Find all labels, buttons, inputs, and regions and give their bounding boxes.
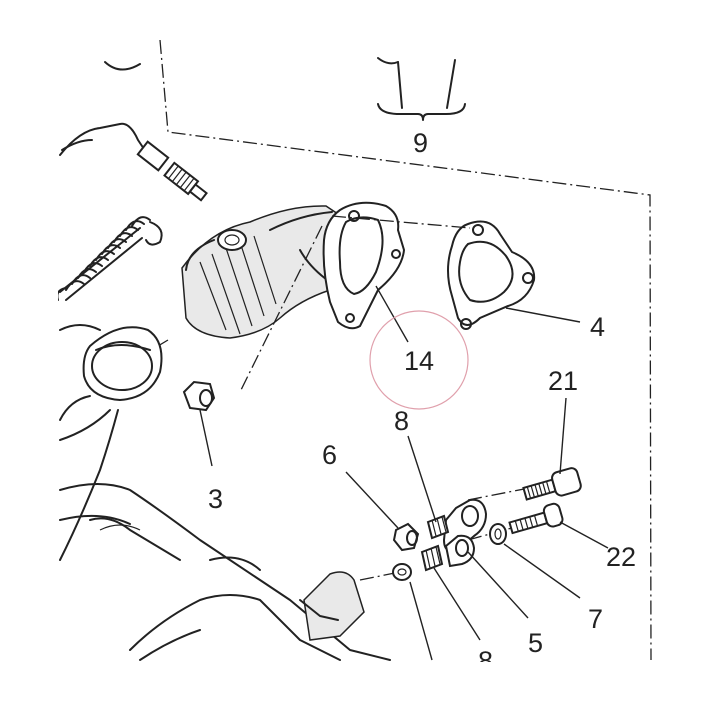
catalytic-pipe [181,205,339,339]
assembly-boundary [159,39,652,661]
bottom-margin [0,662,720,720]
callout-4: 4 [590,312,605,342]
muffler-body [59,483,391,661]
nut-part-6 [392,522,420,552]
highlight-circle [369,310,469,410]
grommet-part-8-upper [426,514,450,540]
callout-5: 5 [528,628,543,658]
exhaust-connector [59,324,163,561]
clamp-part-5 [442,498,488,568]
leader-lines [199,285,609,661]
spring [56,216,163,301]
callout-22: 22 [606,542,636,572]
callout-labels: 9 14 4 21 3 8 6 22 7 5 8 [208,128,636,676]
bolt-part-21 [522,467,582,501]
bolt-part-22 [508,502,564,535]
callout-6: 6 [322,440,337,470]
callout-21: 21 [548,366,578,396]
spacer-part [392,563,412,581]
nut-part-3 [182,380,216,412]
callout-3: 3 [208,484,223,514]
washer-part-7 [489,523,507,545]
grommet-part-8-lower [420,544,444,572]
callout-8-upper: 8 [394,406,409,436]
gasket-part-4 [447,220,536,330]
oxygen-sensor [59,122,208,202]
callout-7: 7 [588,604,603,634]
left-margin [0,0,58,720]
callout-14: 14 [404,346,434,376]
callout-9: 9 [413,128,428,158]
brace-9 [104,57,466,121]
